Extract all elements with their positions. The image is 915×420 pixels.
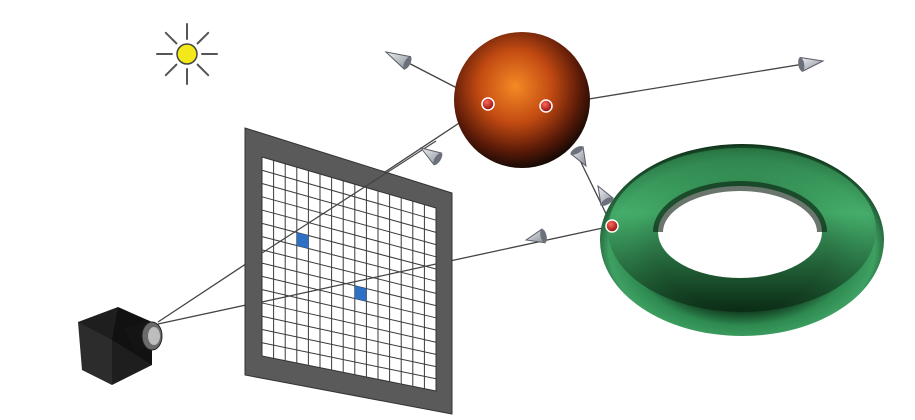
ray-direction-arrows xyxy=(384,51,825,244)
hit-point-torus xyxy=(605,219,619,233)
sun-ray xyxy=(164,63,178,77)
grid-line xyxy=(261,222,437,270)
grid-line xyxy=(261,169,437,221)
hit-points xyxy=(481,97,619,233)
grid-line xyxy=(261,289,437,331)
sun-ray xyxy=(164,31,178,45)
hit-point-sphere xyxy=(481,97,495,111)
grid-line xyxy=(261,209,437,258)
torus-object xyxy=(600,144,884,336)
image-plane xyxy=(244,127,453,415)
camera-icon xyxy=(78,307,163,385)
grid-line xyxy=(261,302,437,343)
grid-line xyxy=(261,236,437,282)
highlighted-pixel xyxy=(354,285,367,302)
sun-ray xyxy=(196,31,210,45)
arrow-cone-icon xyxy=(524,228,547,244)
sphere-object xyxy=(454,32,590,168)
grid-line xyxy=(261,342,437,380)
arrow-cone-icon xyxy=(384,51,412,70)
sun-ray xyxy=(196,63,210,77)
hit-point-sphere-reflect xyxy=(539,99,553,113)
grid-line xyxy=(261,249,437,294)
grid-line xyxy=(261,262,437,307)
sun-icon xyxy=(156,23,218,85)
highlighted-pixel xyxy=(296,232,309,249)
arrow-cone-icon xyxy=(798,56,825,73)
grid-line xyxy=(261,315,437,355)
grid-line xyxy=(261,275,437,319)
grid-line xyxy=(261,183,437,233)
arrow-cone-icon xyxy=(597,184,614,206)
grid-line xyxy=(261,196,437,246)
ray-lines-front xyxy=(261,140,437,303)
arrow-cone-icon xyxy=(570,146,587,168)
arrow-cone-icon xyxy=(419,147,443,166)
grid-line xyxy=(261,328,437,368)
